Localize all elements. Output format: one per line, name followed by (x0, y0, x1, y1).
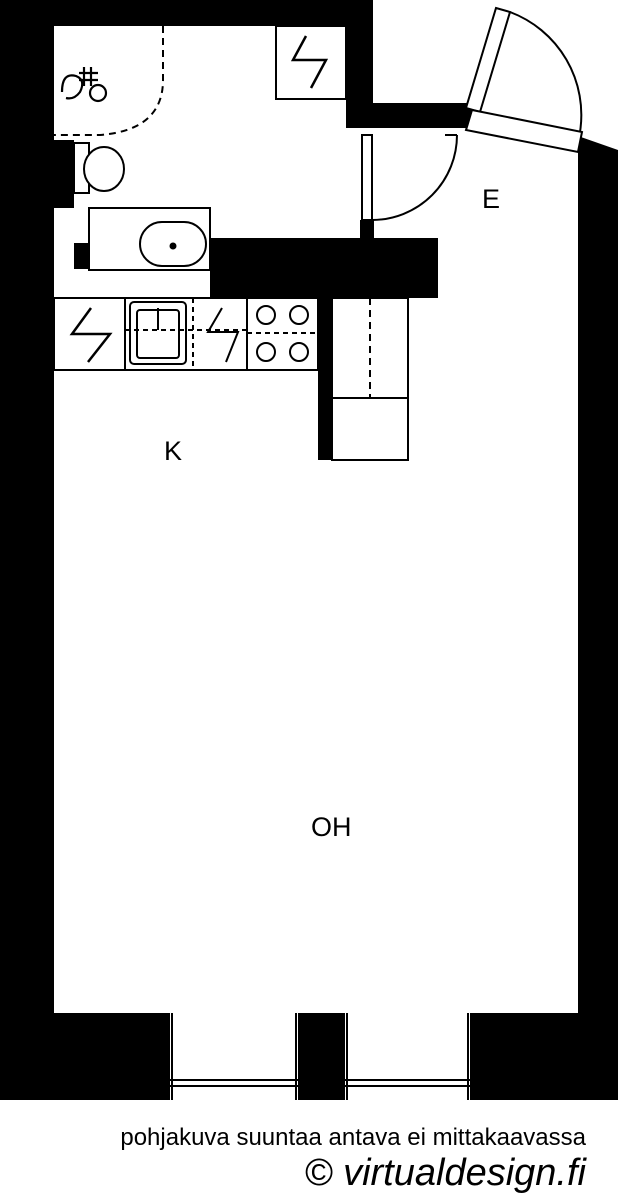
stove-icon (247, 305, 318, 362)
wall-bath-door-pillar (360, 220, 374, 240)
wall-bottom-left (0, 1013, 170, 1100)
dishwasher-icon (125, 298, 247, 370)
bath-door-swing (371, 134, 458, 221)
wall-kitchen-partition (318, 298, 332, 460)
wall-bath-bottom (210, 238, 438, 298)
room-label-kitchen: K (164, 436, 182, 466)
wall-toilet-stub (54, 140, 74, 208)
bath-panel (275, 25, 347, 100)
walls (0, 0, 618, 1100)
entry-door-leaf (464, 6, 512, 114)
kitchen-sink-icon (129, 301, 187, 365)
sink-icon (88, 207, 211, 271)
wall-bottom-mid (298, 1013, 345, 1100)
entry-door-frame (464, 108, 584, 154)
wall-entry-top (346, 103, 482, 128)
entry-door (464, 6, 584, 154)
wall-bath-right (346, 0, 373, 105)
wardrobe (331, 297, 409, 461)
kitchen-counter (53, 297, 319, 371)
lightning-icon (290, 35, 329, 89)
bathroom (54, 25, 347, 271)
entry-door-swing (509, 11, 583, 133)
room-label-entry: E (482, 184, 500, 214)
wall-bottom-right (470, 1013, 618, 1100)
windows (170, 1013, 470, 1100)
copyright-notice: © virtualdesign.fi (304, 1152, 586, 1194)
wall-sink-stub (74, 243, 89, 269)
disclaimer-caption: pohjakuva suuntaa antava ei mittakaavass… (120, 1124, 586, 1151)
wall-right (578, 136, 618, 1100)
toilet-icon (73, 142, 125, 194)
fridge-lightning-icon (69, 307, 113, 363)
shower-icon (60, 67, 108, 103)
wall-top (0, 0, 373, 26)
window-right (345, 1013, 470, 1100)
room-label-living: OH (311, 812, 352, 842)
bath-door-leaf (361, 134, 373, 221)
bathroom-door (361, 134, 458, 221)
wall-left (0, 0, 54, 1100)
shower-area (54, 26, 164, 136)
window-left (170, 1013, 298, 1100)
